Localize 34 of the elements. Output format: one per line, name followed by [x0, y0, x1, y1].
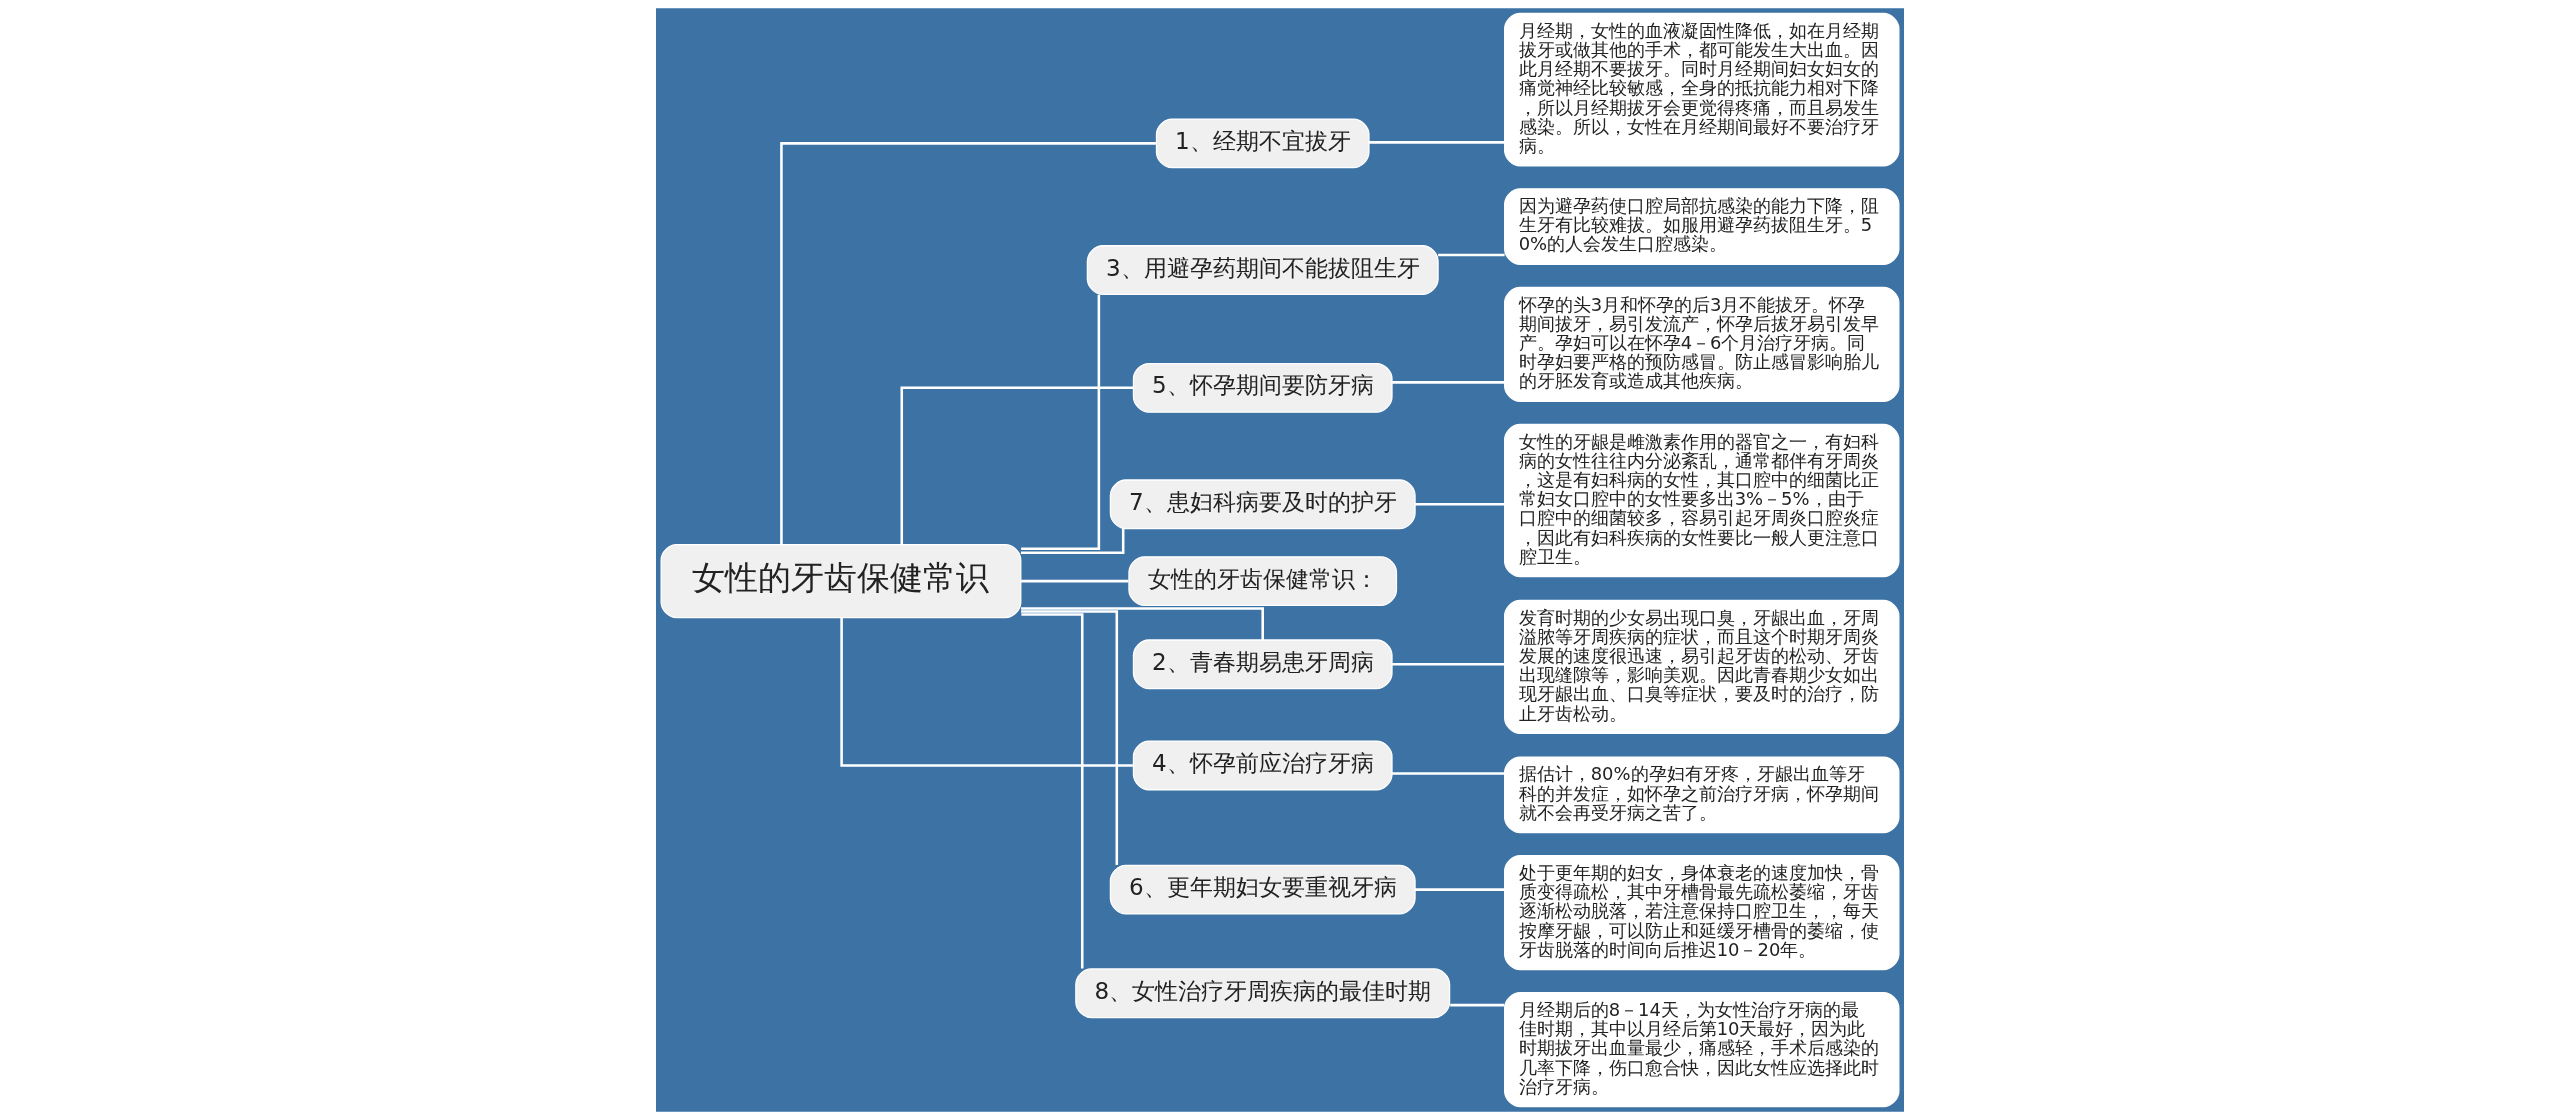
node-box: 女性的牙龈是雌激素作用的器官之一，有妇科病的女性往往内分泌紊乱，通常都伴有牙周炎，这是有妇科病的女性，其口腔中的细菌比正常妇女口腔中的女性要多出3%－5%，由于口腔中的细菌较多，容易引起牙周炎口腔炎症，因此有妇科疾病的女性要比一般人更注意口腔卫生。: [1504, 423, 1900, 578]
connector: [900, 386, 1134, 545]
node-box: 4、怀孕前应治疗牙病: [1132, 740, 1393, 791]
node-box: 1、经期不宜拔牙: [1155, 118, 1370, 169]
node-box: 处于更年期的妇女，身体衰老的速度加快，骨质变得疏松，其中牙槽骨最先疏松萎缩，牙齿逐渐松动脱落，若注意保持口腔卫生，，每天按摩牙龈，可以防止和延缓牙槽骨的萎缩，使牙齿脱落的时间向后推迟10－20年。: [1504, 855, 1900, 971]
node-box: 发育时期的少女易出现口臭，牙龈出血，牙周溢脓等牙周疾病的症状，而且这个时期牙周炎发展的速度很迅速，易引起牙齿的松动、牙齿出现缝隙等，影响美观。因此青春期少女如出现牙龈出血、口臭等症状，要及时的治疗，防止牙齿松动。: [1504, 599, 1900, 735]
connector: [1415, 503, 1505, 506]
connector: [1392, 663, 1505, 666]
connector: [1438, 253, 1505, 257]
node-box: 女性的牙齿保健常识：: [1128, 556, 1398, 607]
connector: [1021, 613, 1084, 969]
node-box: 因为避孕药使口腔局部抗感染的能力下降，阻生牙有比较难拔。如服用避孕药拔阻生牙。50%的人会发生口腔感染。: [1504, 188, 1900, 265]
connector: [1369, 141, 1505, 144]
node-box: 5、怀孕期间要防牙病: [1132, 362, 1393, 413]
connector: [780, 142, 1156, 545]
node-box: 怀孕的头3月和怀孕的后3月不能拔牙。怀孕期间拔牙，易引发流产，怀孕后拔牙易引发早产。孕妇可以在怀孕4－6个月治疗牙病。同时孕妇要严格的预防感冒。防止感冒影响胎儿的牙胚发育或造成其他疾病。: [1504, 286, 1900, 402]
node-box: 月经期，女性的血液凝固性降低，如在月经期拔牙或做其他的手术，都可能发生大出血。因此月经期不要拔牙。同时月经期间妇女妇女的痛觉神经比较敏感，全身的抵抗能力相对下降，所以月经期拔牙会更觉得疼痛，而且易发生感染。所以，女性在月经期间最好不要治疗牙病。: [1504, 12, 1900, 167]
connector: [1021, 579, 1129, 583]
connector: [1020, 529, 1125, 554]
connector: [1392, 381, 1505, 384]
node-box: 8、女性治疗牙周疾病的最佳时期: [1075, 968, 1451, 1019]
connector: [1450, 1003, 1505, 1007]
node-box: 3、用避孕药期间不能拔阻生牙: [1086, 245, 1439, 296]
connector: [840, 617, 1133, 767]
connector: [1415, 888, 1505, 891]
node-box: 据估计，80%的孕妇有牙疼，牙龈出血等牙科的并发症，如怀孕之前治疗牙病，怀孕期间就不会再受牙病之苦了。: [1504, 756, 1900, 834]
connector: [1021, 610, 1119, 865]
node-box: 7、患妇科病要及时的护牙: [1109, 479, 1416, 530]
connector: [1021, 294, 1101, 550]
node-box: 2、青春期易患牙周病: [1132, 639, 1393, 690]
node-box: 6、更年期妇女要重视牙病: [1109, 864, 1416, 915]
node-box: 月经期后的8－14天，为女性治疗牙病的最佳时期，其中以月经后第10天最好，因为此时期拔牙出血量最少，痛感轻，手术后感染的几率下降，伤口愈合快，因此女性应选择此时治疗牙病。: [1504, 992, 1900, 1108]
node-box: 女性的牙齿保健常识: [660, 544, 1022, 619]
connector: [1392, 772, 1505, 775]
